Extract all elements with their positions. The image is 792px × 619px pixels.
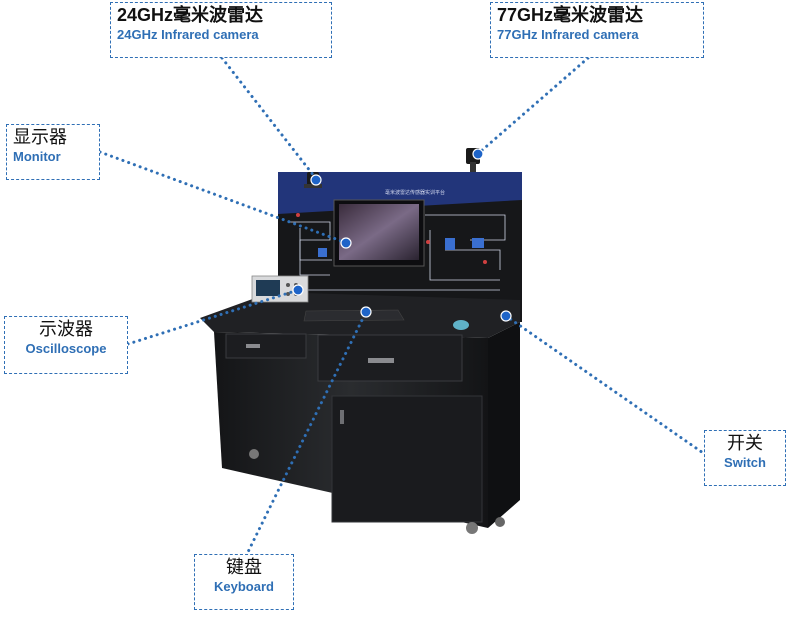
callout-oscilloscope: 示波器 Oscilloscope	[4, 316, 128, 374]
leader-radar77	[478, 56, 590, 154]
markers	[292, 148, 512, 322]
drawer-left	[225, 333, 307, 359]
callout-oscilloscope-en: Oscilloscope	[25, 340, 107, 356]
leader-keyboard	[244, 310, 368, 558]
callout-radar77: 77GHz毫米波雷达 77GHz Infrared camera	[490, 2, 704, 58]
callout-monitor-en: Monitor	[13, 148, 61, 164]
marker-radar77	[472, 148, 484, 160]
panel-components	[318, 238, 484, 257]
callout-radar24: 24GHz毫米波雷达 24GHz Infrared camera	[110, 2, 332, 58]
caster	[495, 517, 505, 527]
keyboard	[303, 309, 405, 322]
cabinet-side	[488, 322, 520, 528]
leader-radar24	[220, 56, 316, 178]
callout-radar77-zh: 77GHz毫米波雷达	[497, 5, 644, 25]
callout-keyboard: 键盘 Keyboard	[194, 554, 294, 610]
cabinet	[214, 322, 520, 534]
callout-oscilloscope-zh: 示波器	[39, 319, 93, 339]
marker-monitor	[340, 237, 352, 249]
leader-oscilloscope	[126, 288, 300, 346]
callout-switch: 开关 Switch	[704, 430, 786, 486]
callout-radar77-en: 77GHz Infrared camera	[497, 26, 639, 42]
monitor	[333, 199, 425, 267]
callout-radar24-zh: 24GHz毫米波雷达	[117, 5, 264, 25]
marker-switch	[500, 310, 512, 322]
caster	[466, 522, 478, 534]
callout-monitor: 显示器 Monitor	[6, 124, 100, 180]
mouse	[453, 320, 469, 330]
callout-keyboard-en: Keyboard	[214, 578, 274, 594]
monitor-screen	[339, 204, 419, 260]
marker-oscilloscope	[292, 284, 304, 296]
circuit-lines	[290, 214, 506, 291]
callout-switch-en: Switch	[724, 454, 766, 470]
marker-keyboard	[360, 306, 372, 318]
door-lock	[340, 410, 344, 424]
callout-keyboard-zh: 键盘	[226, 557, 262, 577]
marker-radar24	[310, 174, 322, 186]
caster	[249, 449, 259, 459]
callout-radar24-en: 24GHz Infrared camera	[117, 26, 259, 42]
platform-label: 毫米波雷达传感器实训平台	[385, 189, 445, 196]
oscilloscope-screen	[256, 280, 280, 296]
cabinet-door	[331, 395, 483, 523]
leader-monitor	[98, 150, 346, 244]
panel-indicators	[296, 213, 487, 264]
leader-lines	[98, 56, 708, 558]
callout-monitor-zh: 显示器	[13, 127, 67, 147]
leader-switch	[504, 314, 708, 457]
callout-switch-zh: 开关	[727, 433, 763, 453]
